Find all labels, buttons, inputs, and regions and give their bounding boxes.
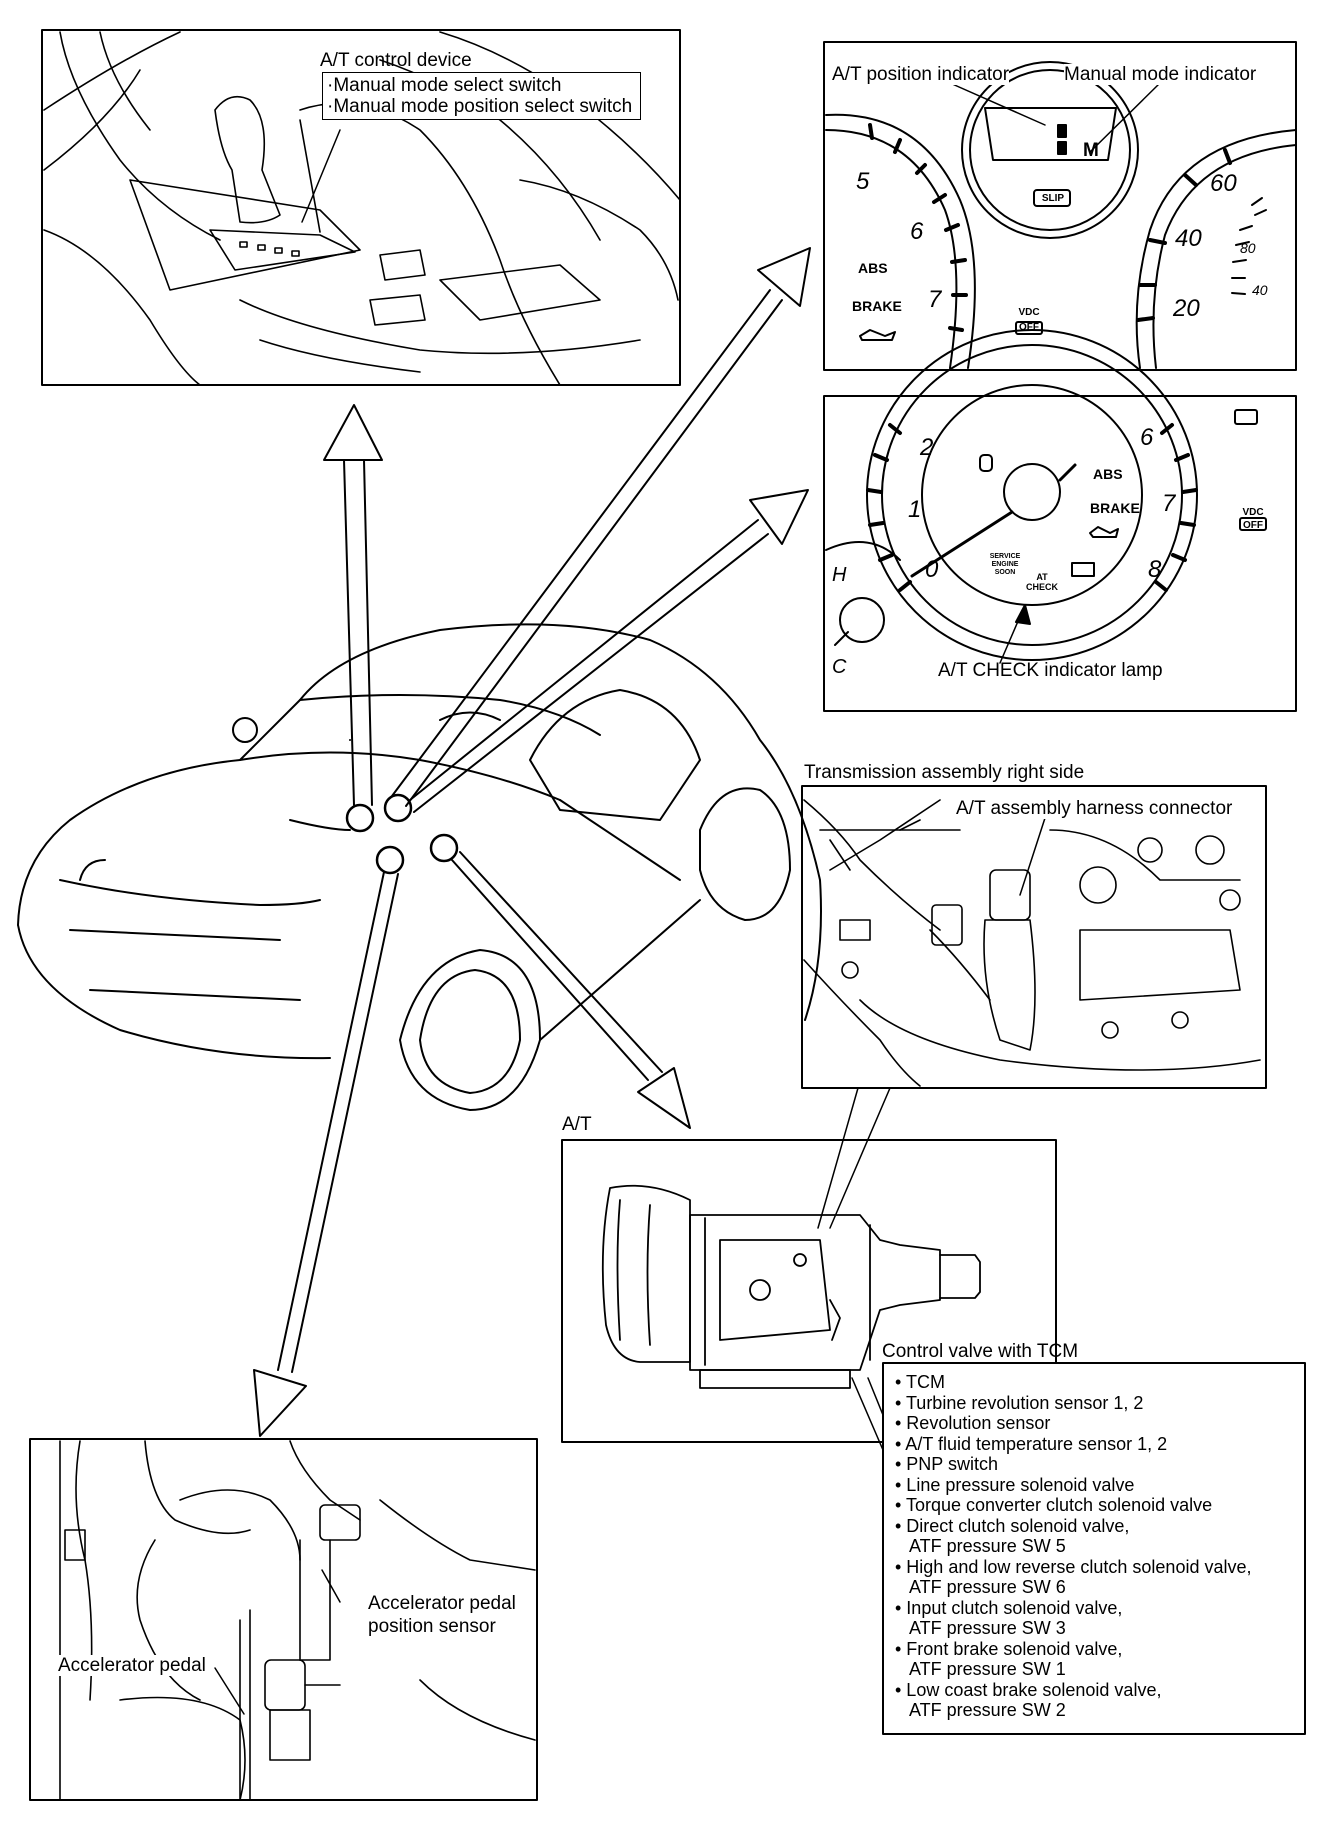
vdc-label-top: VDC	[1018, 307, 1040, 318]
tcm-item: • Front brake solenoid valve,	[895, 1638, 1123, 1659]
off-label-top: OFF	[1019, 322, 1039, 333]
speed-small-80: 80	[1240, 240, 1256, 256]
abs-label-top: ABS	[858, 260, 888, 276]
callout-wedge-control-valve	[851, 1377, 884, 1451]
tcm-item: • Input clutch solenoid valve,	[895, 1597, 1123, 1618]
leader-position-indicator	[949, 82, 1046, 126]
panel-cluster-check	[823, 395, 1297, 712]
tcm-item: • High and low reverse clutch solenoid v…	[895, 1556, 1252, 1577]
arrow-to-pedal	[253, 871, 399, 1437]
tcm-item: • Torque converter clutch solenoid valve	[895, 1495, 1213, 1515]
temp-c: C	[832, 656, 847, 678]
locator-pedal	[375, 845, 405, 875]
control-device-item-2: ·Manual mode position select switch	[327, 96, 633, 117]
control-valve-label: Control valve with TCM	[882, 1341, 1079, 1362]
locator-control-device	[345, 803, 375, 833]
locator-cluster	[383, 793, 413, 823]
tcm-item: • Direct clutch solenoid valve,	[895, 1515, 1130, 1536]
pedal-sensor-label-2: position sensor	[368, 1616, 496, 1637]
tcm-component-list: • TCM • Turbine revolution sensor 1, 2 •…	[895, 1372, 1251, 1721]
check-number-8: 8	[1148, 556, 1162, 583]
tcm-item: • Turbine revolution sensor 1, 2	[895, 1392, 1144, 1413]
check-number-0: 0	[925, 556, 939, 583]
panel-at	[561, 1139, 1057, 1443]
pedal-sensor-label-1: Accelerator pedal	[368, 1593, 516, 1614]
check-number-2: 2	[920, 434, 934, 461]
tach-number-6: 6	[910, 218, 924, 245]
temp-h: H	[832, 564, 847, 586]
leader-manual-indicator	[1089, 82, 1161, 153]
brake-label-top: BRAKE	[852, 298, 902, 314]
check-number-7: 7	[1162, 490, 1176, 517]
panel-control-device	[41, 29, 681, 386]
abs-label-check: ABS	[1093, 466, 1123, 482]
panel-transmission-side	[801, 785, 1267, 1089]
tcm-item: • A/T fluid temperature sensor 1, 2	[895, 1433, 1168, 1454]
tach-number-7: 7	[928, 286, 942, 313]
gear-letter: M	[1083, 140, 1099, 161]
at-check-lamp-label: A/T CHECK indicator lamp	[938, 660, 1163, 681]
tach-number-5: 5	[856, 168, 870, 195]
cluster-top-illustration	[825, 61, 1297, 369]
leader-check-lamp-arrowhead	[1015, 604, 1031, 625]
arrow-to-control-device	[323, 404, 383, 806]
leader-control-device	[301, 129, 341, 223]
tcm-item: • Low coast brake solenoid valve,	[895, 1679, 1162, 1700]
speed-number-20: 20	[1173, 295, 1200, 322]
arrow-to-cluster-check	[409, 489, 809, 813]
slip-lamp: SLIP	[1041, 193, 1065, 204]
tcm-item: • PNP switch	[895, 1454, 998, 1474]
tcm-item: ATF pressure SW 3	[895, 1618, 1066, 1638]
pedal-illustration	[59, 1440, 536, 1801]
off-label-check: OFF	[1243, 520, 1263, 531]
cluster-check-illustration	[825, 329, 1267, 661]
tcm-item: ATF pressure SW 6	[895, 1577, 1066, 1597]
manual-mode-indicator-label: Manual mode indicator	[1064, 64, 1257, 85]
panel-cluster-top	[823, 41, 1297, 371]
tcm-item: • TCM	[895, 1372, 945, 1392]
tcm-item: • Line pressure solenoid valve	[895, 1474, 1135, 1495]
tcm-item: ATF pressure SW 1	[895, 1659, 1066, 1679]
vdc-label-check: VDC	[1242, 507, 1264, 518]
control-device-item-1: ·Manual mode select switch	[327, 75, 562, 96]
panel-tcm-list	[882, 1362, 1306, 1735]
tcm-item: • Revolution sensor	[895, 1413, 1051, 1433]
control-device-title: A/T control device	[320, 50, 472, 71]
accelerator-pedal-label: Accelerator pedal	[58, 1655, 206, 1676]
at-title: A/T	[562, 1114, 592, 1135]
harness-connector-label: A/T assembly harness connector	[956, 798, 1233, 819]
control-device-switch-list: ·Manual mode select switch ·Manual mode …	[322, 72, 642, 120]
car-illustration	[17, 623, 822, 1111]
brake-label-check: BRAKE	[1090, 500, 1140, 516]
arrow-to-at	[451, 851, 691, 1129]
tcm-item: ATF pressure SW 5	[895, 1536, 1066, 1556]
transmission-side-title: Transmission assembly right side	[804, 762, 1085, 783]
speed-number-60: 60	[1210, 170, 1237, 197]
speed-number-40: 40	[1175, 225, 1202, 252]
tcm-item: ATF pressure SW 2	[895, 1700, 1066, 1720]
at-illustration	[601, 1184, 981, 1389]
arrow-to-cluster-top	[391, 247, 811, 807]
panel-pedal	[29, 1438, 538, 1801]
speed-small-40: 40	[1252, 282, 1268, 298]
callout-wedge-transmission	[817, 1087, 891, 1229]
locator-transmission	[429, 833, 459, 863]
check-number-6: 6	[1140, 424, 1154, 451]
check-number-1: 1	[908, 496, 922, 523]
position-indicator-label: A/T position indicator	[832, 64, 1010, 85]
transmission-side-illustration	[803, 799, 1261, 1087]
